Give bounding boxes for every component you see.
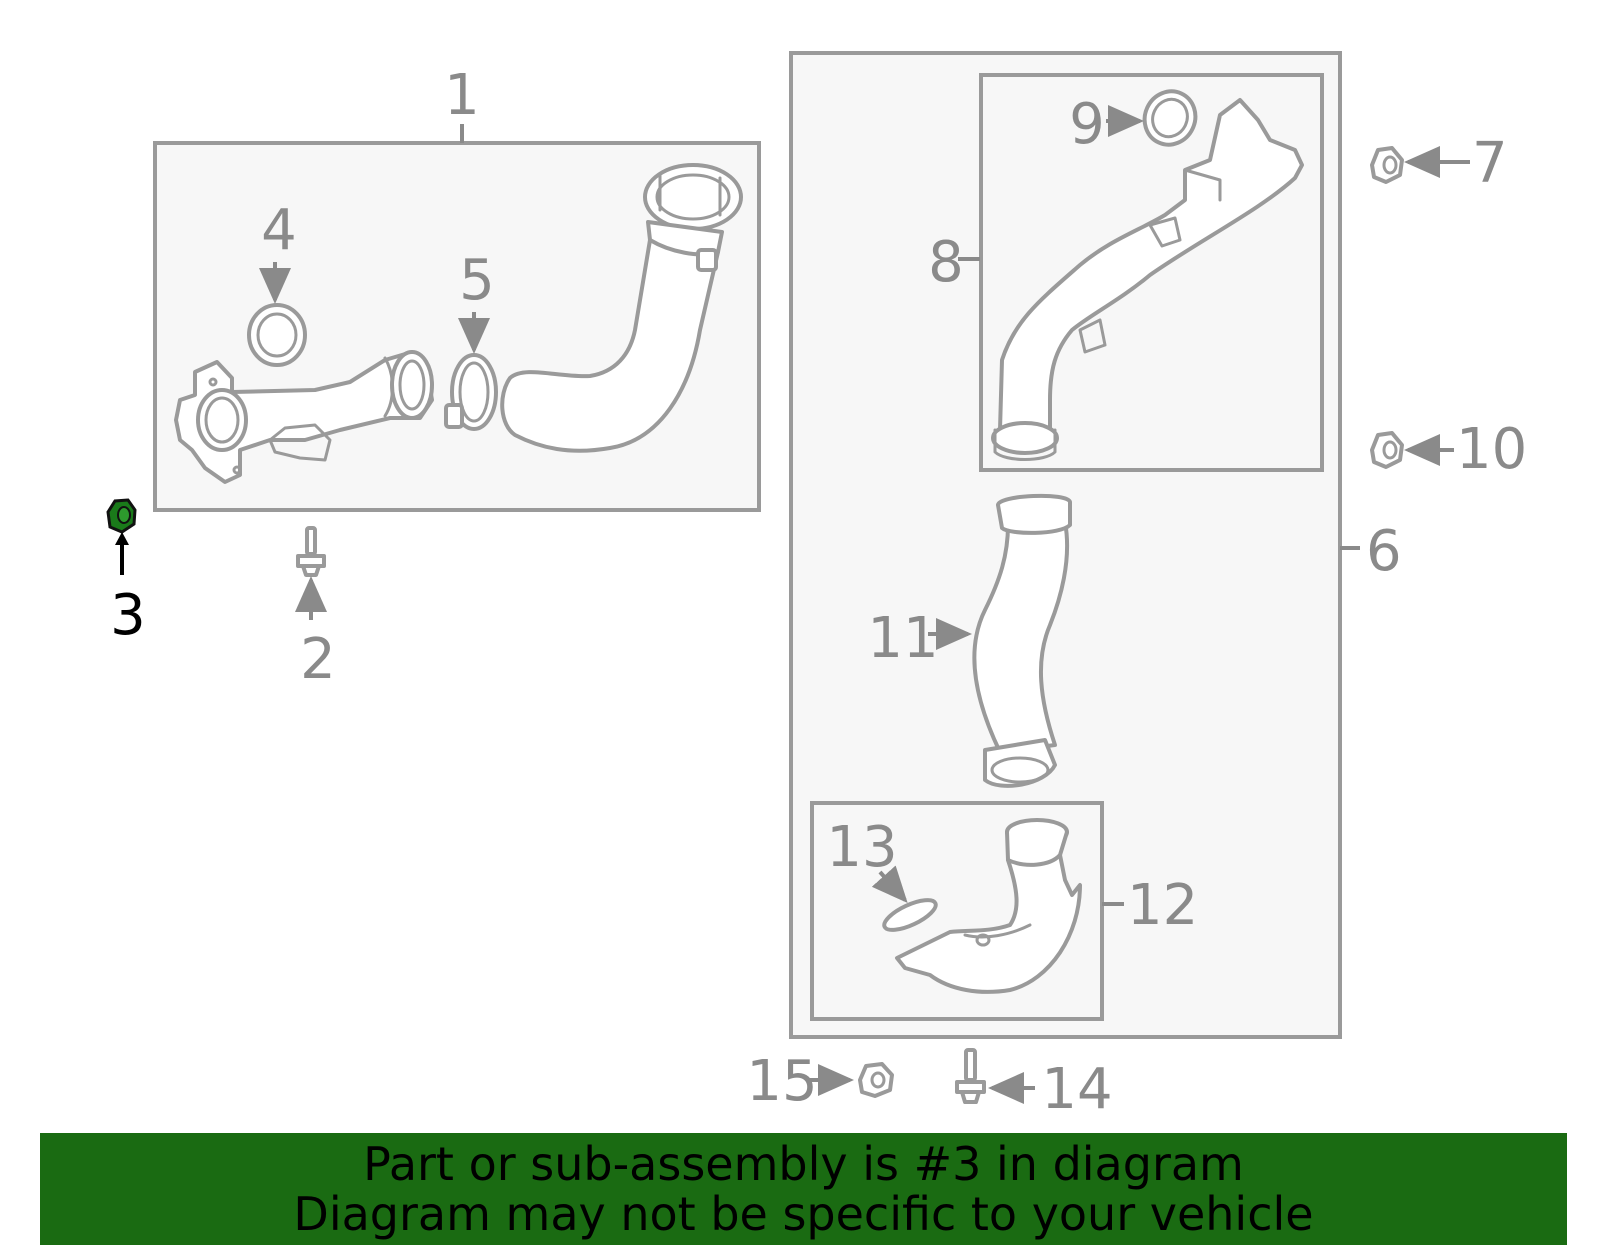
part-5-hose-clamp bbox=[444, 353, 498, 431]
callout-2: 2 bbox=[300, 627, 336, 692]
part-13-gasket bbox=[882, 898, 938, 932]
part-2-bolt bbox=[296, 526, 326, 577]
info-banner: Part or sub-assembly is #3 in diagram Di… bbox=[40, 1133, 1567, 1245]
banner-line-2: Diagram may not be specific to your vehi… bbox=[293, 1187, 1314, 1241]
callout-11: 11 bbox=[867, 606, 938, 671]
callout-9: 9 bbox=[1069, 92, 1105, 157]
part-11-hose bbox=[972, 493, 1072, 788]
callout-12: 12 bbox=[1127, 873, 1198, 938]
part-9-o-ring bbox=[1142, 89, 1198, 147]
callout-6: 6 bbox=[1366, 519, 1402, 584]
banner-line-1: Part or sub-assembly is #3 in diagram bbox=[363, 1137, 1244, 1191]
callout-5: 5 bbox=[459, 248, 495, 313]
part-1-flange-pipe bbox=[174, 350, 434, 484]
part-8-intake-duct bbox=[991, 98, 1304, 461]
callout-15: 15 bbox=[746, 1049, 817, 1114]
callout-7: 7 bbox=[1472, 131, 1508, 196]
part-15-nut bbox=[858, 1062, 894, 1098]
part-7-nut bbox=[1370, 146, 1404, 184]
callout-10: 10 bbox=[1456, 417, 1527, 482]
part-3-nut bbox=[106, 498, 137, 534]
part-10-nut bbox=[1370, 431, 1404, 469]
part-14-bolt bbox=[955, 1048, 986, 1104]
callout-1: 1 bbox=[444, 63, 480, 128]
part-1-elbow-hose bbox=[500, 163, 743, 453]
part-4-seal-ring bbox=[247, 303, 307, 367]
callout-14: 14 bbox=[1041, 1057, 1112, 1122]
callout-3: 3 bbox=[110, 583, 146, 648]
callout-4: 4 bbox=[261, 198, 297, 263]
callout-13: 13 bbox=[826, 815, 897, 880]
callout-8: 8 bbox=[928, 230, 964, 295]
part-12-lower-duct bbox=[895, 818, 1082, 994]
